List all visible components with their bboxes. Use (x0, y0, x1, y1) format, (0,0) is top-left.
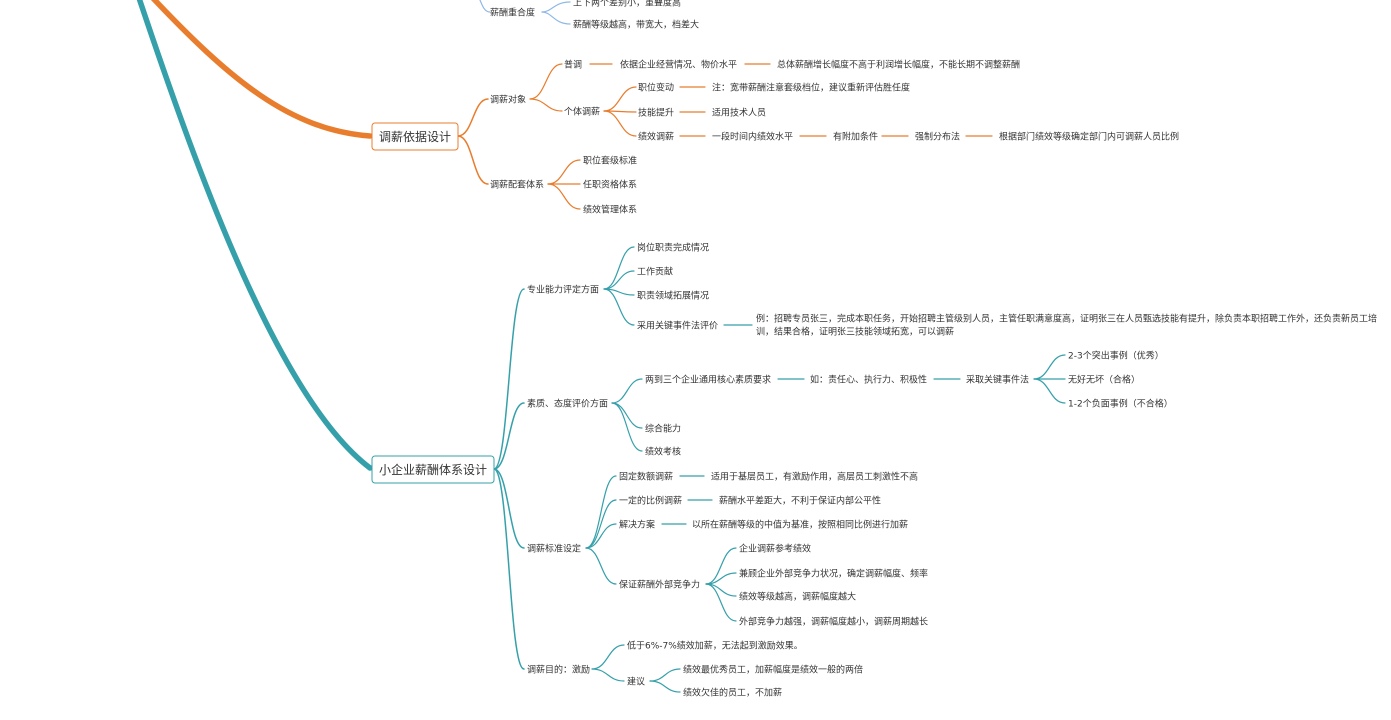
topic-overlap-small-diff[interactable]: 上下两个差别小，重叠度高 (573, 0, 681, 9)
branch-line (705, 547, 737, 585)
topic-forced-distribution[interactable]: 强制分布法 (915, 131, 960, 143)
topic-higher-grade-wider[interactable]: 薪酬等级越高，带宽大，档差大 (573, 19, 699, 31)
branch-line (705, 583, 737, 622)
branch-line (1033, 378, 1066, 404)
branch-line (479, 0, 491, 13)
main-topic-box-salary-basis[interactable] (371, 122, 459, 151)
topic-supporting-system[interactable]: 调薪配套体系 (490, 179, 544, 191)
topic-balance-external[interactable]: 兼顾企业外部竞争力状况，确定调薪幅度、频率 (739, 568, 928, 580)
branch-line (611, 402, 643, 429)
branch-line (603, 288, 635, 326)
topic-extra-conditions[interactable]: 有附加条件 (833, 131, 878, 143)
topic-duty-completion[interactable]: 岗位职责完成情况 (637, 242, 709, 254)
topic-general-raise[interactable]: 普调 (564, 59, 582, 71)
main-topic-box-small-biz[interactable] (371, 455, 495, 484)
topic-period-performance[interactable]: 一段时间内绩效水平 (712, 131, 793, 143)
topic-ref-performance[interactable]: 企业调薪参考绩效 (739, 543, 811, 555)
branch-line (649, 668, 681, 682)
topic-best-double[interactable]: 绩效最优秀员工，加薪幅度是绩效一般的两倍 (683, 664, 863, 676)
topic-skill-upgrade[interactable]: 技能提升 (638, 107, 674, 119)
branch-line (585, 523, 617, 549)
branch-line (1033, 354, 1066, 380)
topic-performance-review[interactable]: 绩效考核 (645, 446, 681, 458)
topic-example-line-1[interactable]: 例：招聘专员张三，完成本职任务，开始招聘主管级别人员，主管任职满意度高，证明张三… (756, 313, 1377, 325)
topic-based-on-performance-prices[interactable]: 依据企业经营情况、物价水平 (620, 59, 737, 71)
branch-line (547, 159, 581, 185)
topic-overall-ability[interactable]: 综合能力 (645, 423, 681, 435)
topic-fixed-ratio-note[interactable]: 薪酬水平差距大，不利于保证内部公平性 (719, 495, 881, 507)
branch-line (541, 11, 571, 25)
topic-rating-unqualified[interactable]: 1-2个负面事例（不合格） (1068, 398, 1173, 410)
topic-note-broadband[interactable]: 注：宽带薪酬注意套级档位，建议重新评估胜任度 (712, 82, 910, 94)
topic-suggestion[interactable]: 建议 (627, 676, 645, 688)
branch-line (591, 668, 625, 682)
branch-line (493, 468, 525, 670)
topic-growth-cap[interactable]: 总体薪酬增长幅度不高于利润增长幅度，不能长期不调整薪酬 (777, 59, 1020, 71)
branch-line (603, 270, 635, 290)
branch-line (457, 135, 489, 185)
topic-critical-incident-eval[interactable]: 采用关键事件法评价 (637, 320, 718, 332)
topic-fixed-ratio[interactable]: 一定的比例调薪 (619, 495, 682, 507)
branch-line (457, 98, 489, 137)
branch-line (547, 183, 581, 210)
branch-line (585, 475, 617, 549)
topic-quality-attitude[interactable]: 素质、态度评价方面 (527, 398, 608, 410)
topic-salary-target[interactable]: 调薪对象 (490, 94, 526, 106)
topic-use-critical-incident[interactable]: 采取关键事件法 (966, 374, 1029, 386)
topic-work-contribution[interactable]: 工作贡献 (637, 266, 673, 278)
topic-professional-ability[interactable]: 专业能力评定方面 (527, 284, 599, 296)
branch-line (603, 86, 637, 112)
branch-line (493, 468, 525, 549)
branch-line (585, 499, 617, 549)
branch-line (591, 644, 625, 670)
topic-position-grade-standard[interactable]: 职位套级标准 (583, 155, 637, 167)
branch-line (603, 110, 637, 137)
topic-rating-excellent[interactable]: 2-3个突出事例（优秀） (1068, 350, 1164, 362)
topic-performance-management[interactable]: 绩效管理体系 (583, 204, 637, 216)
topic-position-change[interactable]: 职位变动 (638, 82, 674, 94)
branch-line (603, 246, 635, 290)
branch-line (529, 98, 563, 112)
topic-fixed-amount[interactable]: 固定数额调薪 (619, 471, 673, 483)
topic-duty-expansion[interactable]: 职责领域拓展情况 (637, 290, 709, 302)
branch-line (611, 402, 643, 452)
topic-e-g-responsibility[interactable]: 如：责任心、执行力、积极性 (810, 374, 927, 386)
topic-performance-raise[interactable]: 绩效调薪 (638, 131, 674, 143)
main-topic-salary-basis[interactable]: 调薪依据设计 (379, 129, 451, 144)
branch-line (493, 288, 525, 470)
topic-for-tech-staff[interactable]: 适用技术人员 (712, 107, 766, 119)
branch-line (611, 378, 643, 404)
topic-qualification-system[interactable]: 任职资格体系 (583, 179, 637, 191)
root-branch-orange (150, 0, 373, 139)
topic-solution-note[interactable]: 以所在薪酬等级的中值为基准，按照相同比例进行加薪 (692, 519, 908, 531)
topic-external-competitiveness[interactable]: 保证薪酬外部竞争力 (619, 579, 700, 591)
topic-fixed-amount-note[interactable]: 适用于基层员工，有激励作用，高层员工刺激性不高 (711, 471, 918, 483)
branch-line (649, 680, 681, 693)
topic-individual-raise[interactable]: 个体调薪 (564, 106, 600, 118)
topic-raise-purpose[interactable]: 调薪目的：激励 (527, 664, 590, 676)
branch-line (529, 63, 563, 100)
topic-core-competencies[interactable]: 两到三个企业通用核心素质要求 (645, 374, 771, 386)
topic-higher-grade-larger[interactable]: 绩效等级越高，调薪幅度越大 (739, 591, 856, 603)
topic-dept-ratio[interactable]: 根据部门绩效等级确定部门内可调薪人员比例 (999, 131, 1179, 143)
topic-example-line-2[interactable]: 训，结果合格，证明张三技能领域拓宽，可以调薪 (756, 326, 954, 338)
topic-raise-standard[interactable]: 调薪标准设定 (527, 543, 581, 555)
topic-poor-no-raise[interactable]: 绩效欠佳的员工，不加薪 (683, 687, 782, 699)
branch-line (493, 402, 525, 470)
root-branch-teal (136, 0, 373, 471)
topic-stronger-smaller[interactable]: 外部竞争力越强，调薪幅度越小，调薪周期越长 (739, 616, 928, 628)
branch-line (585, 547, 617, 585)
main-topic-small-biz[interactable]: 小企业薪酬体系设计 (379, 462, 487, 477)
branch-line (541, 1, 571, 13)
topic-rating-qualified[interactable]: 无好无坏（合格） (1068, 374, 1140, 386)
topic-below-threshold[interactable]: 低于6%-7%绩效加薪，无法起到激励效果。 (627, 640, 803, 652)
branch-lines (136, 0, 1066, 693)
topic-solution[interactable]: 解决方案 (619, 519, 655, 531)
sub-topic-salary-overlap[interactable]: 薪酬重合度 (490, 7, 535, 19)
